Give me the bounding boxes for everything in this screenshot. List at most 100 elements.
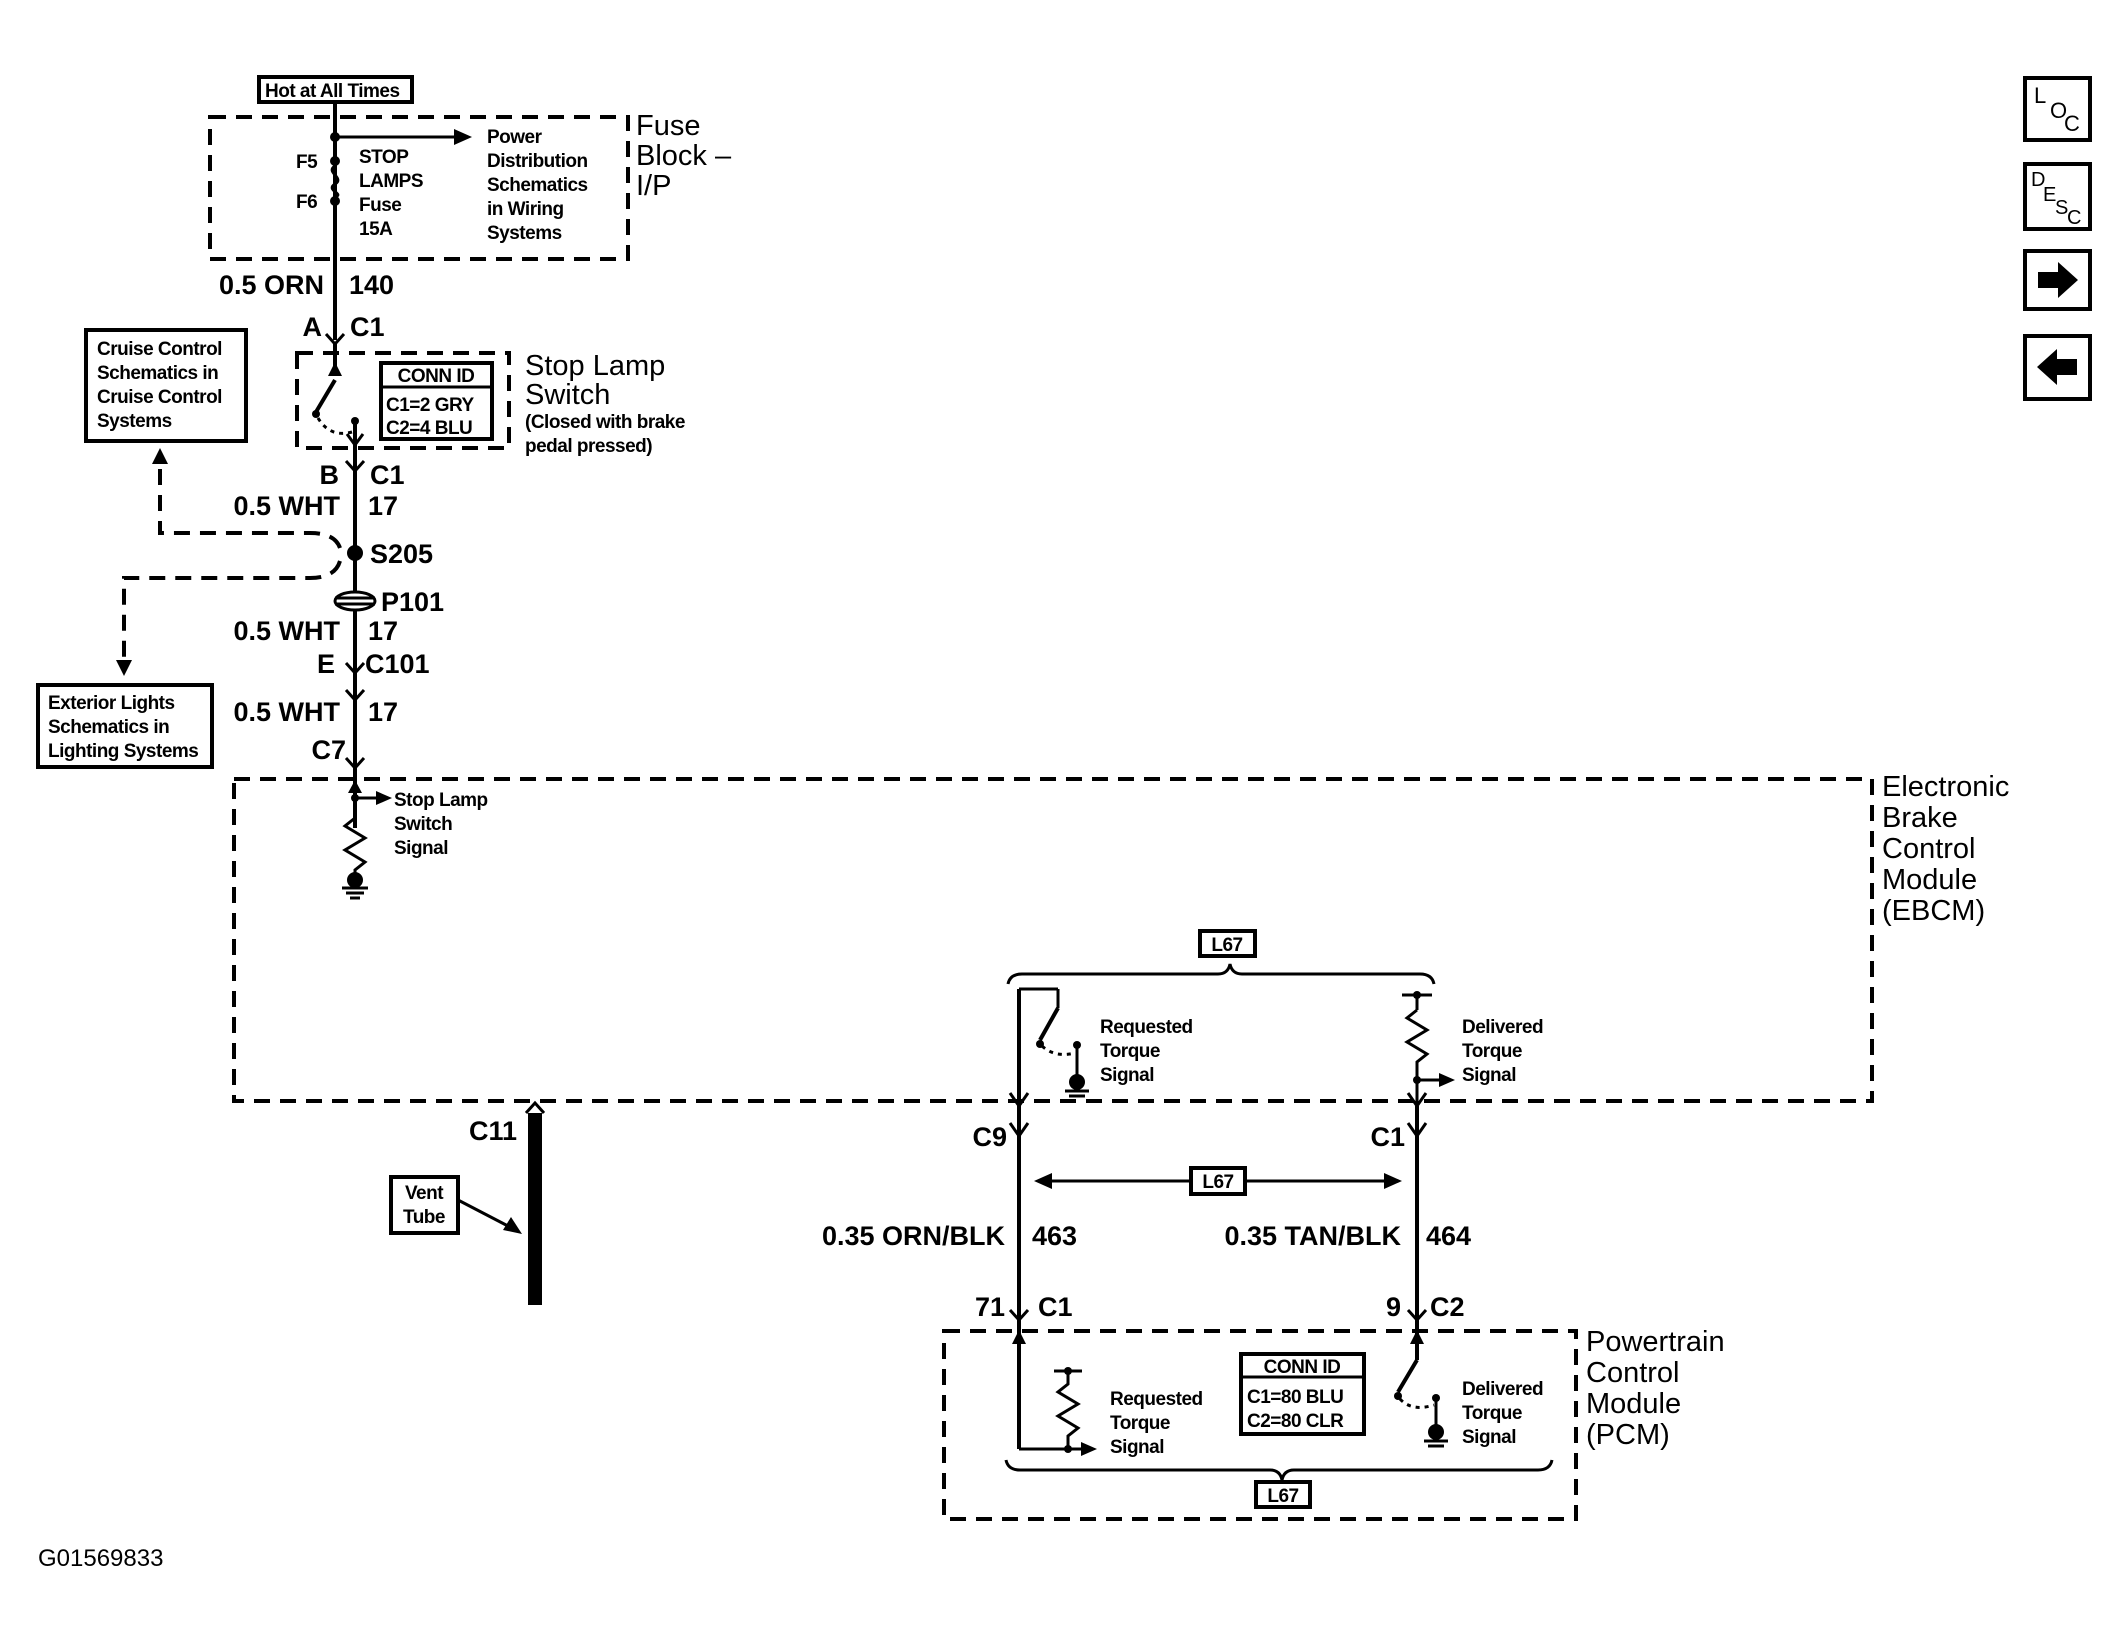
power-dist-3: Schematics [487,175,588,196]
conn-a-pin: A [303,312,323,342]
ebcm-title-4: Module [1882,864,1977,896]
conn-id-1-row-1: C1=2 GRY [386,395,475,416]
pcm-req-1: Requested [1110,1389,1203,1410]
exterior-lights-box [36,683,214,769]
cruise-dashed-lead [158,462,342,549]
loc-letter-c: C [2064,111,2080,136]
pcm-pin-right: 9 [1386,1292,1401,1322]
exterior-arrowhead [116,660,132,676]
stop-switch-note-1: (Closed with brake [525,412,685,433]
desc-button[interactable]: D E S C [2023,162,2092,231]
ebcm-del-1: Delivered [1462,1017,1543,1038]
ebcm-title-3: Control [1882,833,1976,865]
stop-signal-2: Switch [394,814,452,835]
pcm-del-ground [1428,1424,1444,1440]
stop-signal-ground-node [347,872,363,888]
splice-label: S205 [370,539,433,569]
fuse-block-title-3: I/P [636,170,671,202]
fuse-symbol [330,164,340,199]
pcm-conn-left: C1 [1038,1292,1073,1322]
pcm-del-2: Torque [1462,1403,1522,1424]
pcm-del-input-arrow [1410,1330,1424,1344]
pcm-req-input-arrow [1012,1330,1026,1344]
conn-id-1-row-2: C2=4 BLU [386,418,472,439]
pass-through-label: P101 [381,587,444,617]
stop-switch-note-2: pedal pressed) [525,436,652,457]
cruise-box-4: Systems [97,411,172,432]
ebcm-del-top-node [1413,991,1421,999]
conn-c11: C11 [469,1116,517,1146]
ebcm-req-1: Requested [1100,1017,1193,1038]
desc-letter-s: S [2055,197,2068,219]
fuse-block-title-2: Block – [636,140,732,172]
wire-orn-circuit: 140 [349,270,394,300]
wire3-gauge: 0.5 WHT [233,697,340,727]
ebcm-req-link [1040,1044,1076,1056]
forward-button[interactable] [2023,249,2092,311]
vent-tube-2: Tube [403,1207,445,1228]
pcm-del-pivot [1394,1392,1402,1400]
conn-c7-chevron [344,756,366,771]
wire-left-gauge: 0.35 ORN/BLK [822,1221,1006,1251]
cruise-box-1: Cruise Control [97,339,222,360]
switch-blade [314,378,337,414]
loc-letter-l: L [2034,83,2046,108]
pcm-conn-right: C2 [1430,1292,1465,1322]
wire1-gauge: 0.5 WHT [233,491,340,521]
switch-top-arrow [328,362,342,376]
fuse-f6-terminal [330,196,340,206]
l67-span-left-arrow [1034,1173,1052,1189]
ebcm-req-2: Torque [1100,1041,1160,1062]
c11-chevron [524,1100,546,1115]
switch-actuator-link [316,417,353,435]
pcm-title-3: Module [1586,1388,1681,1420]
desc-button-frame[interactable] [2023,162,2092,231]
ebcm-req-ground [1069,1074,1085,1090]
fuse-desc-2: LAMPS [359,171,423,192]
conn-e-chevron [344,661,366,676]
l67-brace-pcm [1004,1459,1554,1481]
exterior-box-3: Lighting Systems [48,741,198,762]
wire2-gauge: 0.5 WHT [233,616,340,646]
l67-label-pcm: L67 [1267,1486,1298,1507]
vent-tube-1: Vent [405,1183,444,1204]
stop-signal-resistor [342,816,368,880]
stop-signal-3: Signal [394,838,448,859]
conn-b-name: C1 [370,460,405,490]
conn-a-name: C1 [350,312,385,342]
power-dist-2: Distribution [487,151,588,172]
wire-left-circuit: 463 [1032,1221,1077,1251]
hot-label: Hot at All Times [265,81,400,102]
back-button[interactable] [2023,334,2092,401]
pcm-req-3: Signal [1110,1437,1164,1458]
pcm-title-4: (PCM) [1586,1419,1670,1451]
ebcm-title-5: (EBCM) [1882,895,1985,927]
pcm-req-resistor [1055,1371,1081,1449]
desc-letter-e: E [2043,184,2056,206]
cruise-box-2: Schematics in [97,363,218,384]
ebcm-req-3: Signal [1100,1065,1154,1086]
conn-c1-right: C1 [1370,1122,1405,1152]
ebcm-del-3: Signal [1462,1065,1516,1086]
fuse-block-title-1: Fuse [636,110,700,142]
wire3-circuit: 17 [368,697,398,727]
pcm-del-3: Signal [1462,1427,1516,1448]
fuse-f5-label: F5 [296,152,318,173]
conn-e-lower-chevron [344,688,366,703]
exterior-box-1: Exterior Lights [48,693,175,714]
stop-switch-title-2: Switch [525,379,610,411]
conn-id-2-row-1: C1=80 BLU [1247,1387,1343,1408]
pcm-req-2: Torque [1110,1413,1170,1434]
conn-id-box-1 [379,361,494,441]
l67-label-wire: L67 [1202,1172,1233,1193]
loc-button-frame[interactable] [2023,76,2092,142]
pcm-pin-left: 71 [975,1292,1005,1322]
conn-e-pin: E [317,649,335,679]
ebcm-input-arrow [348,780,362,793]
vent-tube-box [389,1175,460,1235]
switch-pivot [312,410,320,418]
exterior-box-2: Schematics in [48,717,169,738]
loc-button[interactable]: L O C [2023,76,2092,142]
ebcm-title-1: Electronic [1882,771,2009,803]
fuse-f6-label: F6 [296,192,317,213]
